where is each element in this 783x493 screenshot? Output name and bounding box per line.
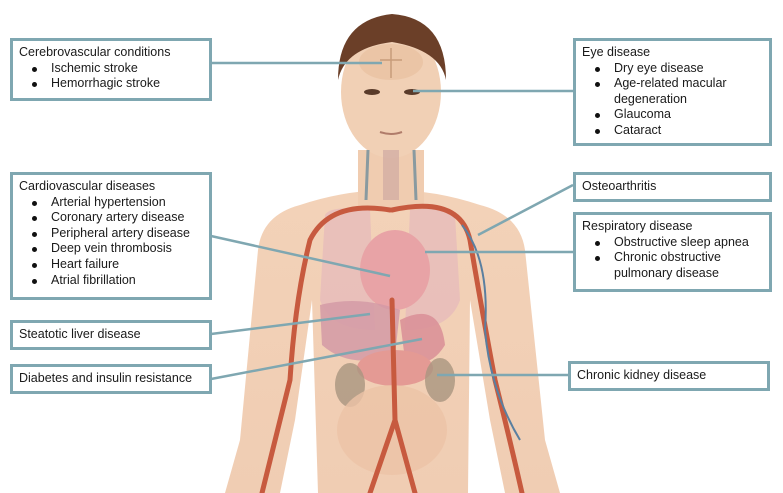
list-item: Peripheral artery disease — [19, 226, 203, 242]
label-title: Respiratory disease — [582, 219, 693, 233]
label-list: Dry eye disease Age-related macular dege… — [582, 61, 763, 139]
label-box-eye-disease: Eye disease Dry eye disease Age-related … — [573, 38, 772, 146]
label-box-cardiovascular: Cardiovascular diseases Arterial hyperte… — [10, 172, 212, 300]
lungs — [320, 208, 460, 330]
heart — [360, 230, 430, 310]
veins — [461, 224, 521, 441]
label-title: Diabetes and insulin resistance — [19, 371, 193, 386]
label-list: Obstructive sleep apnea Chronic obstruct… — [582, 235, 763, 282]
label-title: Osteoarthritis — [582, 179, 657, 194]
arteries — [259, 203, 525, 493]
list-item: Ischemic stroke — [19, 61, 203, 77]
head — [338, 14, 446, 158]
label-title: Cerebrovascular conditions — [19, 45, 171, 59]
neck-structures — [364, 149, 418, 201]
label-title: Steatotic liver disease — [19, 327, 141, 342]
list-item: Dry eye disease — [582, 61, 763, 77]
label-title: Eye disease — [582, 45, 651, 59]
label-title: Chronic kidney disease — [577, 368, 707, 383]
label-box-respiratory: Respiratory disease Obstructive sleep ap… — [573, 212, 772, 292]
list-item: Coronary artery disease — [19, 210, 203, 226]
connector-lines — [210, 61, 574, 381]
label-box-steatotic-liver: Steatotic liver disease — [10, 320, 212, 350]
list-item: Glaucoma — [582, 107, 763, 123]
list-item: Obstructive sleep apnea — [582, 235, 763, 251]
list-item: Atrial fibrillation — [19, 273, 203, 289]
list-item: Hemorrhagic stroke — [19, 76, 203, 92]
list-item: Heart failure — [19, 257, 203, 273]
label-box-osteoarthritis: Osteoarthritis — [573, 172, 772, 202]
list-item: Cataract — [582, 123, 763, 139]
label-box-diabetes: Diabetes and insulin resistance — [10, 364, 212, 394]
label-box-cerebrovascular: Cerebrovascular conditions Ischemic stro… — [10, 38, 212, 101]
list-item: Age-related macular degeneration — [582, 76, 754, 107]
label-box-chronic-kidney: Chronic kidney disease — [568, 361, 770, 391]
label-list: Arterial hypertension Coronary artery di… — [19, 195, 203, 289]
label-list: Ischemic stroke Hemorrhagic stroke — [19, 61, 203, 92]
list-item: Arterial hypertension — [19, 195, 203, 211]
list-item: Deep vein thrombosis — [19, 241, 203, 257]
list-item: Chronic obstructive pulmonary disease — [582, 250, 754, 281]
label-title: Cardiovascular diseases — [19, 179, 156, 193]
